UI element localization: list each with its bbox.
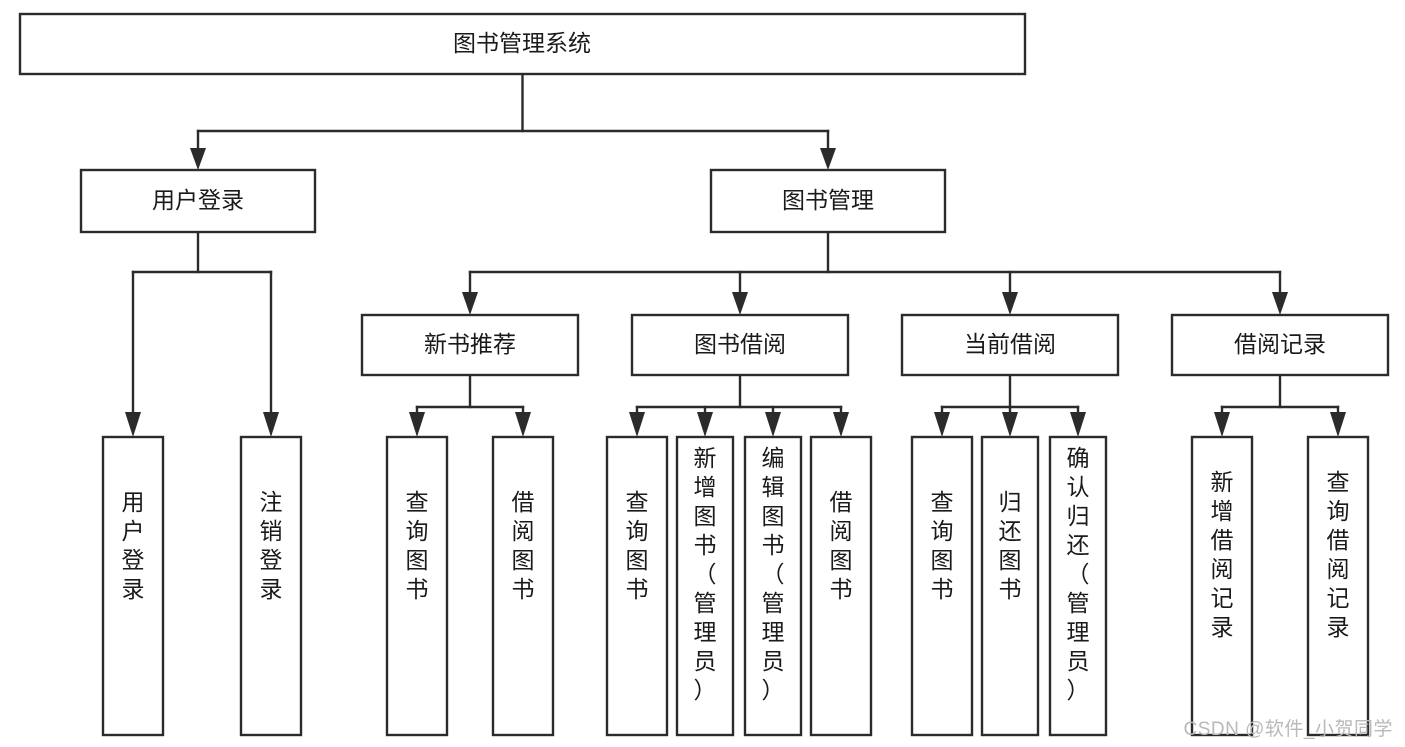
- arrowhead-leaf-query-record: [1330, 412, 1346, 437]
- node-leaf-query-book-1-label: 查询图书: [406, 489, 429, 602]
- node-leaf-add-record-box[interactable]: [1190, 435, 1254, 737]
- node-leaf-edit-book[interactable]: 编辑图书（管理员）: [743, 435, 803, 737]
- arrowhead-leaf-query-book-3: [934, 412, 950, 437]
- node-leaf-query-book-2-box[interactable]: [605, 435, 669, 737]
- arrowhead-borrow-record: [1272, 292, 1288, 315]
- arrowhead-user-login: [190, 148, 206, 170]
- node-leaf-query-record-box[interactable]: [1306, 435, 1370, 737]
- node-book-manage-box[interactable]: [709, 168, 947, 234]
- node-leaf-user-logout-box[interactable]: [239, 435, 303, 737]
- node-leaf-add-record-label: 新增借阅记录: [1211, 469, 1234, 640]
- node-leaf-return-book-box[interactable]: [980, 435, 1040, 737]
- node-root[interactable]: 图书管理系统: [18, 12, 1027, 76]
- node-book-borrow[interactable]: 图书借阅: [630, 313, 850, 377]
- arrowhead-book-borrow: [732, 292, 748, 315]
- node-book-borrow-box[interactable]: [630, 313, 850, 377]
- node-current-borrow-box[interactable]: [900, 313, 1120, 377]
- node-leaf-query-record[interactable]: 查询借阅记录: [1306, 435, 1370, 737]
- node-leaf-edit-book-label: 编辑图书（管理员）: [762, 445, 785, 703]
- node-leaf-query-record-label: 查询借阅记录: [1327, 469, 1350, 640]
- node-new-book-recommend-label: 新书推荐: [424, 331, 516, 357]
- node-leaf-return-book-label: 归还图书: [999, 489, 1022, 602]
- node-leaf-user-logout-label: 注销登录: [260, 489, 283, 602]
- arrowhead-new-book-recommend: [462, 292, 478, 315]
- node-new-book-recommend[interactable]: 新书推荐: [360, 313, 580, 377]
- node-root-box[interactable]: [18, 12, 1027, 76]
- node-leaf-user-logout[interactable]: 注销登录: [239, 435, 303, 737]
- node-leaf-query-book-1-box[interactable]: [385, 435, 449, 737]
- node-leaf-add-book-label: 新增图书（管理员）: [694, 445, 717, 703]
- node-book-manage-label: 图书管理: [782, 187, 874, 213]
- node-leaf-confirm-return-box[interactable]: [1048, 435, 1108, 737]
- node-leaf-borrow-book-1[interactable]: 借阅图书: [491, 435, 555, 737]
- node-leaf-confirm-return-label: 确认归还（管理员）: [1067, 445, 1090, 703]
- node-current-borrow[interactable]: 当前借阅: [900, 313, 1120, 377]
- arrowhead-leaf-query-book-2: [629, 412, 645, 437]
- node-user-login[interactable]: 用户登录: [79, 168, 317, 234]
- node-leaf-query-book-3-box[interactable]: [910, 435, 974, 737]
- arrowhead-leaf-add-record: [1214, 412, 1230, 437]
- node-leaf-add-book[interactable]: 新增图书（管理员）: [675, 435, 735, 737]
- node-leaf-borrow-book-2-box[interactable]: [809, 435, 873, 737]
- node-leaf-borrow-book-2[interactable]: 借阅图书: [809, 435, 873, 737]
- arrowhead-leaf-confirm-return: [1070, 412, 1086, 437]
- node-leaf-query-book-3-label: 查询图书: [931, 489, 954, 602]
- node-borrow-record[interactable]: 借阅记录: [1170, 313, 1390, 377]
- node-leaf-return-book[interactable]: 归还图书: [980, 435, 1040, 737]
- arrowhead-leaf-edit-book: [765, 412, 781, 437]
- node-leaf-confirm-return[interactable]: 确认归还（管理员）: [1048, 435, 1108, 737]
- node-root-label: 图书管理系统: [453, 30, 591, 56]
- node-leaf-user-login[interactable]: 用户登录: [101, 435, 165, 737]
- arrowhead-leaf-borrow-book-1: [515, 412, 531, 437]
- node-leaf-borrow-book-1-label: 借阅图书: [512, 489, 535, 602]
- node-leaf-add-record[interactable]: 新增借阅记录: [1190, 435, 1254, 737]
- arrowhead-leaf-return-book: [1002, 412, 1018, 437]
- node-leaf-user-login-box[interactable]: [101, 435, 165, 737]
- arrowhead-book-manage: [820, 148, 836, 170]
- arrowhead-current-borrow: [1002, 292, 1018, 315]
- arrowhead-leaf-query-book-1: [409, 412, 425, 437]
- node-user-login-box[interactable]: [79, 168, 317, 234]
- node-leaf-query-book-3[interactable]: 查询图书: [910, 435, 974, 737]
- node-borrow-record-label: 借阅记录: [1234, 331, 1326, 357]
- node-leaf-query-book-2[interactable]: 查询图书: [605, 435, 669, 737]
- arrowhead-leaf-add-book: [697, 412, 713, 437]
- arrowhead-leaf-borrow-book-2: [833, 412, 849, 437]
- node-leaf-query-book-2-label: 查询图书: [626, 489, 649, 602]
- node-book-borrow-label: 图书借阅: [694, 331, 786, 357]
- node-book-manage[interactable]: 图书管理: [709, 168, 947, 234]
- connector-group: [125, 72, 1346, 437]
- arrowhead-leaf-user-login: [125, 412, 141, 437]
- node-new-book-recommend-box[interactable]: [360, 313, 580, 377]
- node-leaf-borrow-book-1-box[interactable]: [491, 435, 555, 737]
- node-leaf-query-book-1[interactable]: 查询图书: [385, 435, 449, 737]
- node-leaf-borrow-book-2-label: 借阅图书: [830, 489, 853, 602]
- node-user-login-label: 用户登录: [152, 187, 244, 213]
- arrowhead-leaf-user-logout: [263, 412, 279, 437]
- node-borrow-record-box[interactable]: [1170, 313, 1390, 377]
- node-leaf-add-book-box[interactable]: [675, 435, 735, 737]
- node-leaf-edit-book-box[interactable]: [743, 435, 803, 737]
- node-current-borrow-label: 当前借阅: [964, 331, 1056, 357]
- node-leaf-user-login-label: 用户登录: [122, 489, 145, 602]
- csdn-watermark: CSDN @软件_小贺同学: [1183, 719, 1393, 740]
